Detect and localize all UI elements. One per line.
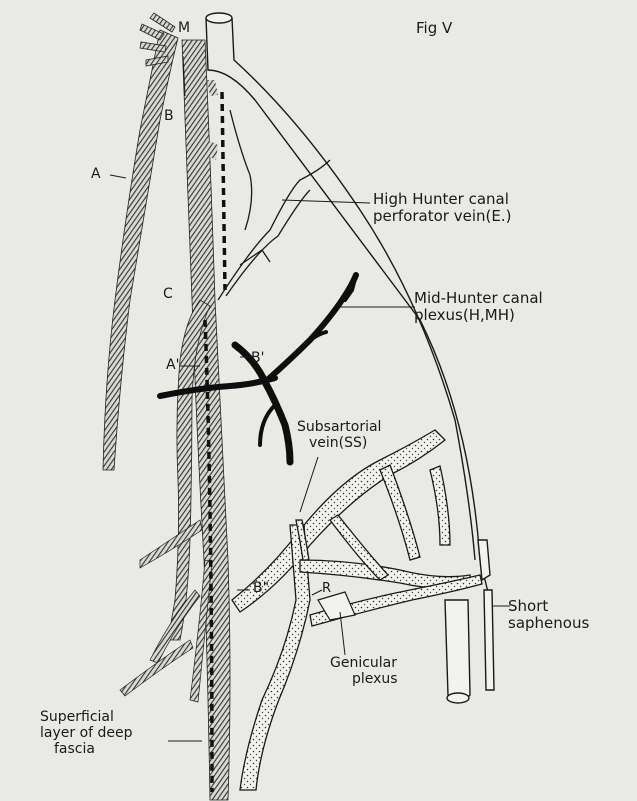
label-mid-hunter-line1: Mid-Hunter canal [414,290,543,307]
upper-side-branch [207,80,218,96]
label-mid-hunter: Mid-Hunter canal plexus(H,MH) [414,290,543,325]
label-high-hunter-line2: perforator vein(E.) [373,208,511,225]
genicular-plexus [232,430,482,790]
label-genicular: Genicular plexus [330,655,398,687]
label-a-prime: A' [166,357,179,373]
label-subsartorial-line2: vein(SS) [297,435,381,451]
label-m: M [178,20,190,36]
label-superficial: Superficial layer of deep fascia [40,709,133,757]
label-b-prime: B' [251,350,264,366]
label-r: R [322,582,331,597]
label-subsartorial: Subsartorial vein(SS) [297,419,381,451]
label-superficial-line3: fascia [40,741,133,757]
label-short-saphenous: Short saphenous [508,598,589,633]
label-high-hunter-line1: High Hunter canal [373,191,511,208]
label-subsartorial-line1: Subsartorial [297,419,381,435]
label-short-saphenous-line1: Short [508,598,589,615]
label-high-hunter: High Hunter canal perforator vein(E.) [373,191,511,226]
label-genicular-line1: Genicular [330,655,398,671]
label-c: C [163,286,173,302]
short-saphenous-vein [445,540,494,703]
vein-a [103,30,178,470]
label-a: A [91,166,101,182]
figure-title: Fig V [416,20,452,37]
label-b-double-prime: B" [253,580,269,596]
label-genicular-line2: plexus [330,671,398,687]
label-b: B [164,108,174,124]
label-short-saphenous-line2: saphenous [508,615,589,632]
label-superficial-line2: layer of deep [40,725,133,741]
perforator-vein-e [218,110,330,300]
label-mid-hunter-line2: plexus(H,MH) [414,307,543,324]
label-superficial-line1: Superficial [40,709,133,725]
lower-left-branches [120,520,212,702]
